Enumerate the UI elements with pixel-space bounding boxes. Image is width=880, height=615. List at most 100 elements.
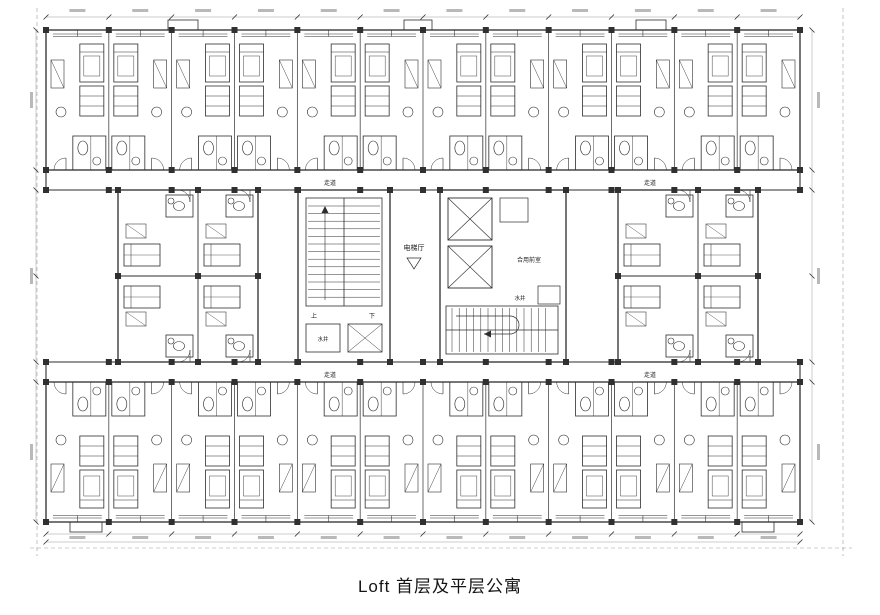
plan-rect <box>625 311 647 327</box>
toilet-symbol <box>233 201 245 211</box>
column-marker <box>615 187 621 193</box>
plan-rect <box>209 55 226 77</box>
plan-rect <box>456 435 482 467</box>
column-marker <box>734 519 741 525</box>
dimension-annotations <box>30 8 852 556</box>
plan-rect <box>239 85 264 117</box>
column-marker <box>615 359 621 365</box>
plan-rect <box>616 469 641 509</box>
plan-rect <box>364 435 390 467</box>
toilet-symbol <box>619 140 630 156</box>
tiny-text-mark <box>69 9 86 12</box>
column-marker <box>294 379 301 385</box>
plan-rect <box>711 55 729 77</box>
door-arc <box>430 381 444 395</box>
plan-line <box>33 273 39 279</box>
door-arc <box>53 157 67 171</box>
column-marker <box>168 379 175 385</box>
fixture-circle <box>432 106 444 118</box>
column-marker <box>695 187 701 193</box>
corridor: 走道走道走道走道 <box>324 179 656 379</box>
plan-line <box>279 59 293 89</box>
right-wing <box>615 187 761 365</box>
column-marker <box>231 27 238 33</box>
door-arc <box>305 381 318 395</box>
fixture-circle <box>55 434 67 446</box>
plan-rect <box>427 463 442 493</box>
door-arc <box>528 157 541 171</box>
toilet-symbol <box>733 341 745 351</box>
door-arc <box>179 381 192 395</box>
plan-line <box>43 14 49 20</box>
stair-arrow <box>456 315 520 335</box>
column-marker <box>608 27 615 33</box>
plan-rect <box>347 323 383 353</box>
plan-rect <box>176 59 190 89</box>
floor-plan-drawing: 上下水井电梯厅合用前室水井走道走道走道走道 <box>30 8 852 556</box>
plan-rect <box>586 475 603 497</box>
plan-rect <box>323 381 358 417</box>
plan-rect <box>616 85 641 117</box>
plan-rect <box>111 135 146 171</box>
plan-rect <box>72 381 107 417</box>
column-marker <box>671 519 678 525</box>
fixture-circle <box>227 337 235 345</box>
plan-line <box>656 59 670 89</box>
label-corridor: 走道 <box>644 179 656 187</box>
column-marker <box>255 273 261 279</box>
plan-rect <box>447 245 493 289</box>
column-marker <box>797 359 803 365</box>
fixture-circle <box>634 386 643 396</box>
fixture-circle <box>167 337 175 345</box>
column-marker <box>43 27 49 33</box>
plan-rect <box>239 435 264 467</box>
plan-rect <box>679 463 693 493</box>
column-marker <box>420 519 426 525</box>
plan-rect <box>725 194 754 218</box>
label-corridor: 走道 <box>324 371 336 379</box>
fixture-circle <box>634 156 643 166</box>
column-marker <box>105 167 112 173</box>
column-marker <box>545 519 552 525</box>
column-marker <box>357 379 364 385</box>
plan-line <box>705 223 727 239</box>
tiny-text-mark <box>195 9 212 12</box>
plan-rect <box>616 43 641 83</box>
plan-rect <box>153 59 167 89</box>
plan-line <box>427 463 442 493</box>
plan-rect <box>494 475 512 497</box>
plan-rect <box>741 435 767 467</box>
plan-rect <box>665 334 694 358</box>
plan-rect <box>368 475 386 497</box>
door-arc <box>177 189 191 203</box>
plan-line <box>33 519 39 525</box>
plan-rect <box>553 463 567 493</box>
door-arc <box>556 381 569 395</box>
fixture-circle <box>779 106 791 118</box>
column-marker <box>168 167 175 173</box>
plan-rect <box>364 469 390 509</box>
plan-rect <box>456 43 482 83</box>
toilet-symbol <box>580 140 591 156</box>
plan-rect <box>582 43 607 83</box>
plan-rect <box>50 463 65 493</box>
plan-rect <box>656 463 670 493</box>
toilet-symbol <box>493 140 505 156</box>
fixture-circle <box>595 156 604 166</box>
fixture-circle <box>402 106 414 118</box>
column-marker <box>231 379 238 385</box>
plan-rect <box>83 55 101 77</box>
plan-line <box>420 14 426 20</box>
toilet-symbol <box>77 140 89 156</box>
fixture-circle <box>277 434 288 446</box>
door-arc <box>737 189 751 203</box>
plan-rect <box>404 59 419 89</box>
plan-rect <box>635 19 667 31</box>
plan-rect <box>488 135 523 171</box>
fixture-circle <box>218 386 227 396</box>
door-arc <box>237 189 251 203</box>
column-marker <box>482 379 489 385</box>
fixture-circle <box>181 106 192 118</box>
toilet-symbol <box>454 396 466 412</box>
plan-rect <box>205 311 227 327</box>
